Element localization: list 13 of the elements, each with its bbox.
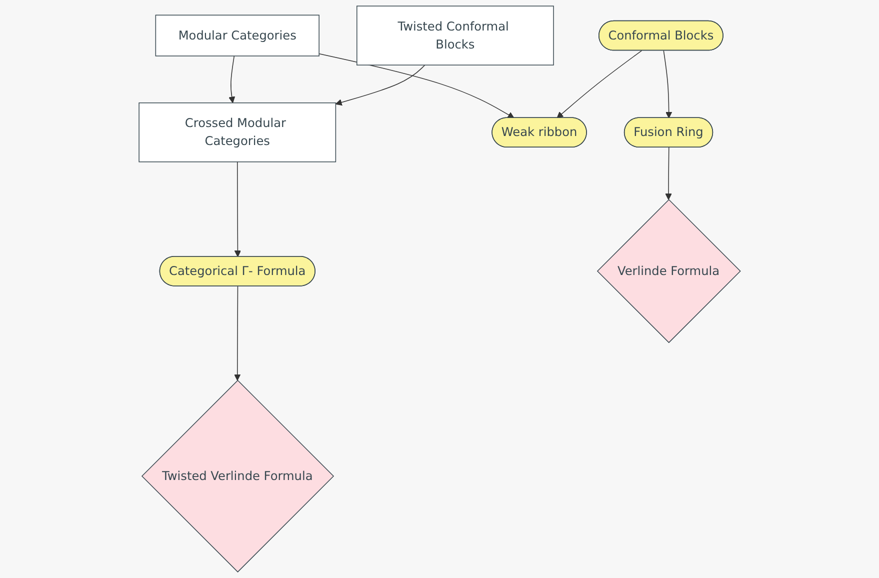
arrow [318,53,514,118]
arrow [664,147,672,200]
arrow [234,286,240,381]
arrow [663,50,672,118]
node-box: Modular Categories [155,14,320,56]
node-box: Twisted Conformal Blocks [356,6,554,66]
arrow [556,50,642,118]
arrow [228,56,235,104]
arrow [234,161,241,258]
node-box: Crossed Modular Categories [138,102,336,162]
node-diamond: Verlinde Formula [596,199,741,344]
arrow [335,64,426,106]
node-diamond: Twisted Verlinde Formula [141,380,334,572]
